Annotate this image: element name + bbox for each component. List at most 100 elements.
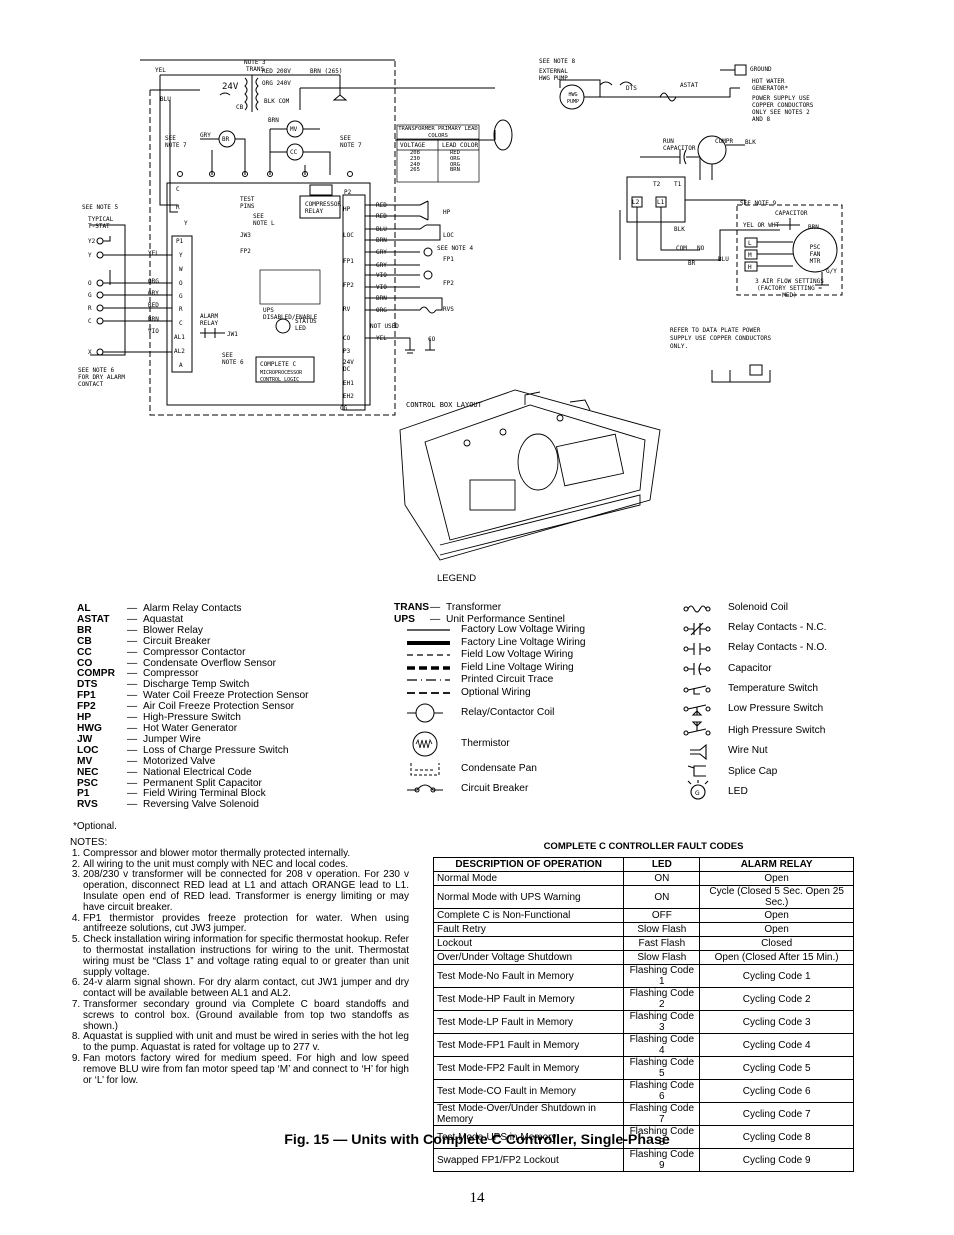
fault-codes-title: COMPLETE C CONTROLLER FAULT CODES [543, 841, 744, 852]
note-item: 24-v alarm signal shown. For dry alarm c… [83, 978, 409, 1000]
symbol-label: Condensate Pan [461, 763, 537, 774]
label-out-vio1: VIO [376, 272, 387, 279]
label-out-red1: RED [376, 202, 387, 209]
label-status-led: STATUS LED [295, 318, 317, 332]
label-w-term: W [179, 266, 183, 273]
wire-nut-icon [690, 743, 707, 761]
notes-title: NOTES: [70, 837, 108, 848]
label-cg: CG [340, 405, 348, 412]
label-wire-brn: BRN [148, 316, 159, 323]
note-item: 208/230 v transformer will be connected … [83, 869, 409, 913]
label-no: NO [697, 245, 705, 252]
abbr-dash: — [127, 788, 138, 800]
fault-cell: Flashing Code 1 [623, 964, 701, 988]
fault-cell: Complete C is Non-Functional [432, 908, 625, 923]
mid-abbr-desc: Unit Performance Sentinel [446, 614, 565, 626]
mid-abbr-key: UPS [394, 614, 415, 626]
led-icon: G [687, 780, 709, 800]
label-out-yel: YEL [376, 335, 387, 342]
right-output-wires [365, 200, 443, 354]
label-out-gry2: GRY [376, 262, 387, 269]
abbr-row: PSC—Permanent Split Capacitor [77, 777, 309, 790]
note-item: All wiring to the unit must comply with … [83, 859, 409, 871]
label-dts: DTS [626, 85, 637, 92]
fault-codes-table: COMPLETE C CONTROLLER FAULT CODES DESCRI… [432, 841, 854, 1172]
label-alarm-relay: ALARM RELAY [200, 313, 219, 327]
abbr-key: PSC [77, 777, 98, 789]
label-wire-gry: GRY [148, 290, 159, 297]
label-wire-org: ORG [148, 278, 159, 285]
psc-fan-motor [792, 227, 838, 273]
label-yel-or-wht: YEL OR WHT [743, 222, 780, 229]
figure-caption: Fig. 15 — Units with Complete C Controll… [284, 1132, 670, 1148]
fault-cell: Test Mode-CO Fault in Memory [432, 1079, 625, 1103]
label-astat: ASTAT [680, 82, 699, 89]
abbr-row: ASTAT—Aquastat [77, 613, 309, 626]
fault-cell: OFF [623, 908, 701, 923]
fault-cell: Open [699, 871, 854, 886]
capacitor-icon [683, 662, 711, 676]
fault-cell: Cycling Code 8 [699, 1125, 854, 1149]
abbr-desc: Hot Water Generator [143, 722, 238, 734]
note-item: Compressor and blower motor thermally pr… [83, 848, 409, 860]
abbr-dash: — [127, 613, 138, 625]
label-typical-tstat: TYPICAL T-STAT [88, 216, 114, 230]
abbr-row: FP2—Air Coil Freeze Protection Sensor [77, 701, 309, 713]
notes-list: Compressor and blower motor thermally pr… [70, 848, 409, 1087]
label-tap-l: L [748, 240, 752, 247]
label-tstat-c: C [88, 318, 92, 325]
label-see-note-l: SEE NOTE L [253, 213, 275, 227]
control-box-layout [399, 389, 661, 561]
label-br-relay: BR [688, 260, 696, 267]
line-type-label: Factory Line Voltage Wiring [461, 636, 586, 648]
label-cc: CC [290, 149, 298, 156]
relay-no-icon [683, 643, 711, 655]
abbr-desc: Condensate Overflow Sensor [143, 657, 277, 669]
abbr-row: AL—Alarm Relay Contacts [77, 603, 309, 615]
fault-cell: Test Mode-FP1 Fault in Memory [432, 1033, 625, 1057]
svg-text:G: G [695, 790, 700, 797]
abbr-key: CO [77, 657, 93, 669]
label-r-term: R [179, 306, 183, 313]
abbr-dash: — [127, 766, 138, 778]
fault-cell: Flashing Code 2 [623, 987, 701, 1011]
high-pressure-switch-icon [683, 721, 711, 736]
abbr-desc: Motorized Valve [143, 755, 216, 767]
label-t1: T1 [674, 181, 682, 188]
symbol-label: Solenoid Coil [728, 602, 789, 613]
label-blu-fan: BLU [718, 256, 729, 263]
symbol-label: Low Pressure Switch [728, 703, 824, 714]
relay-coil-icon [415, 703, 435, 723]
abbr-dash: — [127, 690, 138, 702]
abbr-key: MV [77, 755, 93, 767]
fault-cell: Fast Flash [623, 936, 701, 951]
line-type-samples [407, 629, 450, 694]
fault-cell: Cycling Code 5 [699, 1056, 854, 1080]
abbr-desc: High-Pressure Switch [143, 712, 241, 724]
abbr-key: LOC [77, 744, 99, 756]
fault-cell: Cycling Code 3 [699, 1010, 854, 1034]
label-see-note7-left: SEE NOTE 7 [165, 135, 187, 149]
abbr-row: RVS—Reversing Valve Solenoid [77, 799, 309, 811]
mid-abbr-desc: Transformer [446, 602, 502, 613]
label-hot-water-gen: HOT WATER GENERATOR* [752, 78, 789, 92]
abbr-dash: — [127, 668, 138, 680]
abbr-key: CC [77, 646, 92, 658]
label-trans: TRANS [246, 66, 265, 73]
label-tap-m: M [748, 252, 752, 259]
label-see-note8: SEE NOTE 8 [539, 58, 576, 65]
label-out-blu1: BLU [376, 226, 387, 233]
abbr-dash: — [127, 635, 138, 647]
abbr-row: P1—Field Wiring Terminal Block [77, 789, 309, 800]
label-capacitor: CAPACITOR [775, 210, 808, 217]
fault-cell: ON [623, 871, 701, 886]
mid-abbr-dash: — [430, 602, 441, 613]
fault-cell: Cycling Code 6 [699, 1079, 854, 1103]
